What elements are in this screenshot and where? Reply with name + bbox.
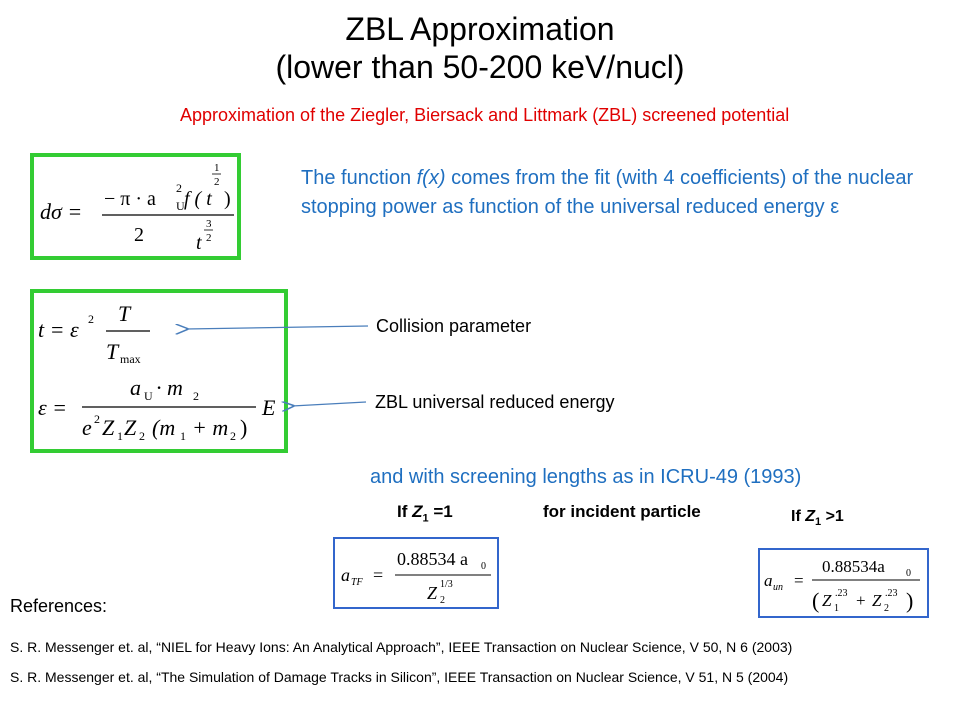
aun-z1-sup: .23 <box>835 588 848 599</box>
t-num: T <box>118 301 132 326</box>
atf-num-sub: 0 <box>481 561 486 572</box>
slide-title: ZBL Approximation (lower than 50-200 keV… <box>0 10 960 86</box>
z1-eq-sub: 1 <box>422 512 429 525</box>
function-fx: f(x) <box>416 167 446 189</box>
dsigma-equation: dσ = − π · a U 2 2 f ( t 1 2 ) t 3 2 <box>40 162 234 254</box>
eps-den-z2: Z <box>124 415 137 440</box>
aun-eq: = <box>794 571 804 590</box>
dsigma-f: f ( t <box>184 188 212 210</box>
dsigma-t: t <box>196 232 202 254</box>
z1-equals-1-label: If Z1 =1 <box>397 502 453 524</box>
aun-lhs-sub: un <box>773 582 783 593</box>
eps-den-e: e <box>82 415 92 440</box>
t-eps-sup: 2 <box>88 312 94 326</box>
z1-gt-pre: If <box>791 508 806 525</box>
z1-eq-post: =1 <box>428 502 453 521</box>
aun-paren-close: ) <box>906 588 913 613</box>
atf-lhs-sub: TF <box>351 577 364 588</box>
reduced-energy-arrow <box>292 402 367 406</box>
aun-num: 0.88534a <box>822 557 885 576</box>
title-line-1: ZBL Approximation <box>345 11 615 47</box>
dsigma-two: 2 <box>206 232 212 244</box>
reduced-energy-label: ZBL universal reduced energy <box>375 392 615 412</box>
eps-paren-close: ) <box>240 415 247 440</box>
t-eps-equations: t = ε 2 T T max ε = a U · m 2 e 2 Z 1 Z … <box>38 301 276 443</box>
dsigma-half-num: 1 <box>214 162 220 174</box>
aun-z2: Z <box>872 591 882 610</box>
eps-z1-sub: 1 <box>117 429 123 443</box>
dsigma-sub-u: U <box>176 199 185 213</box>
dsigma-numerator: − π · a <box>104 188 156 210</box>
dsigma-lhs: dσ = <box>40 199 82 224</box>
eps-lhs: ε = <box>38 395 67 420</box>
reference-1: S. R. Messenger et. al, “NIEL for Heavy … <box>10 639 793 655</box>
atf-equation: a TF = 0.88534 a 0 Z 1/3 2 <box>341 549 491 606</box>
dsigma-close: ) <box>224 188 231 210</box>
reference-2: S. R. Messenger et. al, “The Simulation … <box>10 669 789 685</box>
eps-plus-m: + m <box>192 415 228 440</box>
eps-E: E <box>261 395 276 420</box>
dsigma-denominator: 2 <box>134 224 144 246</box>
t-den-sub: max <box>120 352 141 366</box>
atf-den-sub: 2 <box>440 595 445 606</box>
dsigma-three: 3 <box>206 218 212 230</box>
eps-num-sub: U <box>144 389 153 403</box>
dsigma-equation-box: dσ = − π · a U 2 2 f ( t 1 2 ) t 3 2 <box>30 153 241 260</box>
aun-equation: a un = 0.88534a 0 ( Z .23 1 + Z .23 2 ) <box>764 557 920 614</box>
atf-equation-box: a TF = 0.88534 a 0 Z 1/3 2 <box>333 537 499 609</box>
collision-parameter-label: Collision parameter <box>376 316 532 336</box>
t-den: T <box>106 339 120 364</box>
function-text-post: comes from the fit (with 4 coefficients)… <box>301 167 914 218</box>
dsigma-sup-2: 2 <box>176 181 182 195</box>
eps-paren: (m <box>152 415 175 440</box>
z1-greater-1-label: If Z1 >1 <box>791 508 844 528</box>
atf-eq: = <box>373 565 383 585</box>
dsigma-half-den: 2 <box>214 176 220 188</box>
eps-m-sub: 2 <box>193 389 199 403</box>
atf-num: 0.88534 a <box>397 549 468 569</box>
z1-eq-var: Z <box>412 502 423 521</box>
eps-m2-sub: 2 <box>230 429 236 443</box>
atf-den: Z <box>427 583 438 603</box>
t-eps-equation-box: t = ε 2 T T max ε = a U · m 2 e 2 Z 1 Z … <box>30 289 288 453</box>
eps-den-sup: 2 <box>94 412 100 426</box>
t-lhs: t = ε <box>38 317 79 342</box>
collision-arrow <box>186 326 369 329</box>
atf-lhs: a <box>341 565 350 585</box>
z1-gt-post: >1 <box>821 508 844 525</box>
z1-gt-sub: 1 <box>815 516 822 529</box>
aun-z2-sup: .23 <box>885 588 898 599</box>
aun-z1: Z <box>822 591 832 610</box>
aun-plus: + <box>856 591 866 610</box>
aun-num-sub: 0 <box>906 568 911 579</box>
eps-z2-sub: 2 <box>139 429 145 443</box>
function-text-pre: The function <box>301 167 417 189</box>
references-heading: References: <box>10 596 108 616</box>
aun-z1-sub: 1 <box>834 603 839 614</box>
epsilon-symbol: ε <box>830 196 840 218</box>
title-line-2: (lower than 50-200 keV/nucl) <box>275 49 685 85</box>
z1-eq-pre: If <box>397 502 413 521</box>
aun-equation-box: a un = 0.88534a 0 ( Z .23 1 + Z .23 2 ) <box>758 548 929 618</box>
eps-den-z1: Z <box>102 415 115 440</box>
aun-paren-open: ( <box>812 588 819 613</box>
function-description: The function f(x) comes from the fit (wi… <box>301 164 951 222</box>
aun-lhs: a <box>764 571 773 590</box>
zbl-subtitle: Approximation of the Ziegler, Biersack a… <box>180 105 790 125</box>
eps-m1-sub: 1 <box>180 429 186 443</box>
atf-den-sup: 1/3 <box>440 579 453 590</box>
z1-gt-var: Z <box>805 508 815 525</box>
screening-lengths-text: and with screening lengths as in ICRU-49… <box>370 466 802 488</box>
incident-particle-label: for incident particle <box>543 502 701 521</box>
aun-z2-sub: 2 <box>884 603 889 614</box>
eps-dot-m: · m <box>156 375 183 400</box>
eps-num: a <box>130 375 141 400</box>
